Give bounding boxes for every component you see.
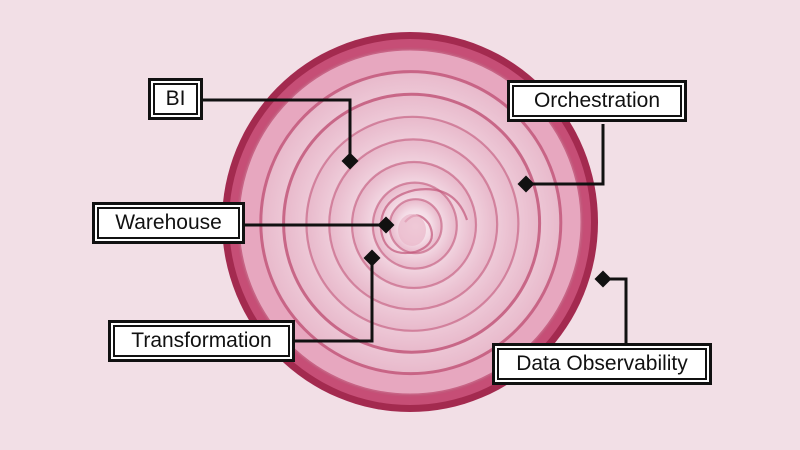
onion-core xyxy=(398,214,426,246)
marker-data-observability xyxy=(594,270,612,288)
marker-transformation xyxy=(363,249,381,267)
connector-data-observability xyxy=(603,277,628,344)
onion-core-spiral xyxy=(379,188,469,255)
connector-lines xyxy=(200,98,628,344)
onion-slice xyxy=(222,32,598,412)
marker-warehouse xyxy=(377,216,395,234)
marker-orchestration xyxy=(517,175,535,193)
marker-bi xyxy=(341,152,359,170)
connector-orchestration xyxy=(526,124,605,186)
label-orchestration: Orchestration xyxy=(507,80,687,122)
label-bi: BI xyxy=(148,78,203,120)
connector-transformation xyxy=(292,258,374,343)
label-data-observability: Data Observability xyxy=(492,343,712,385)
connector-bi xyxy=(200,98,352,161)
label-warehouse: Warehouse xyxy=(92,202,245,244)
label-transformation: Transformation xyxy=(108,320,295,362)
